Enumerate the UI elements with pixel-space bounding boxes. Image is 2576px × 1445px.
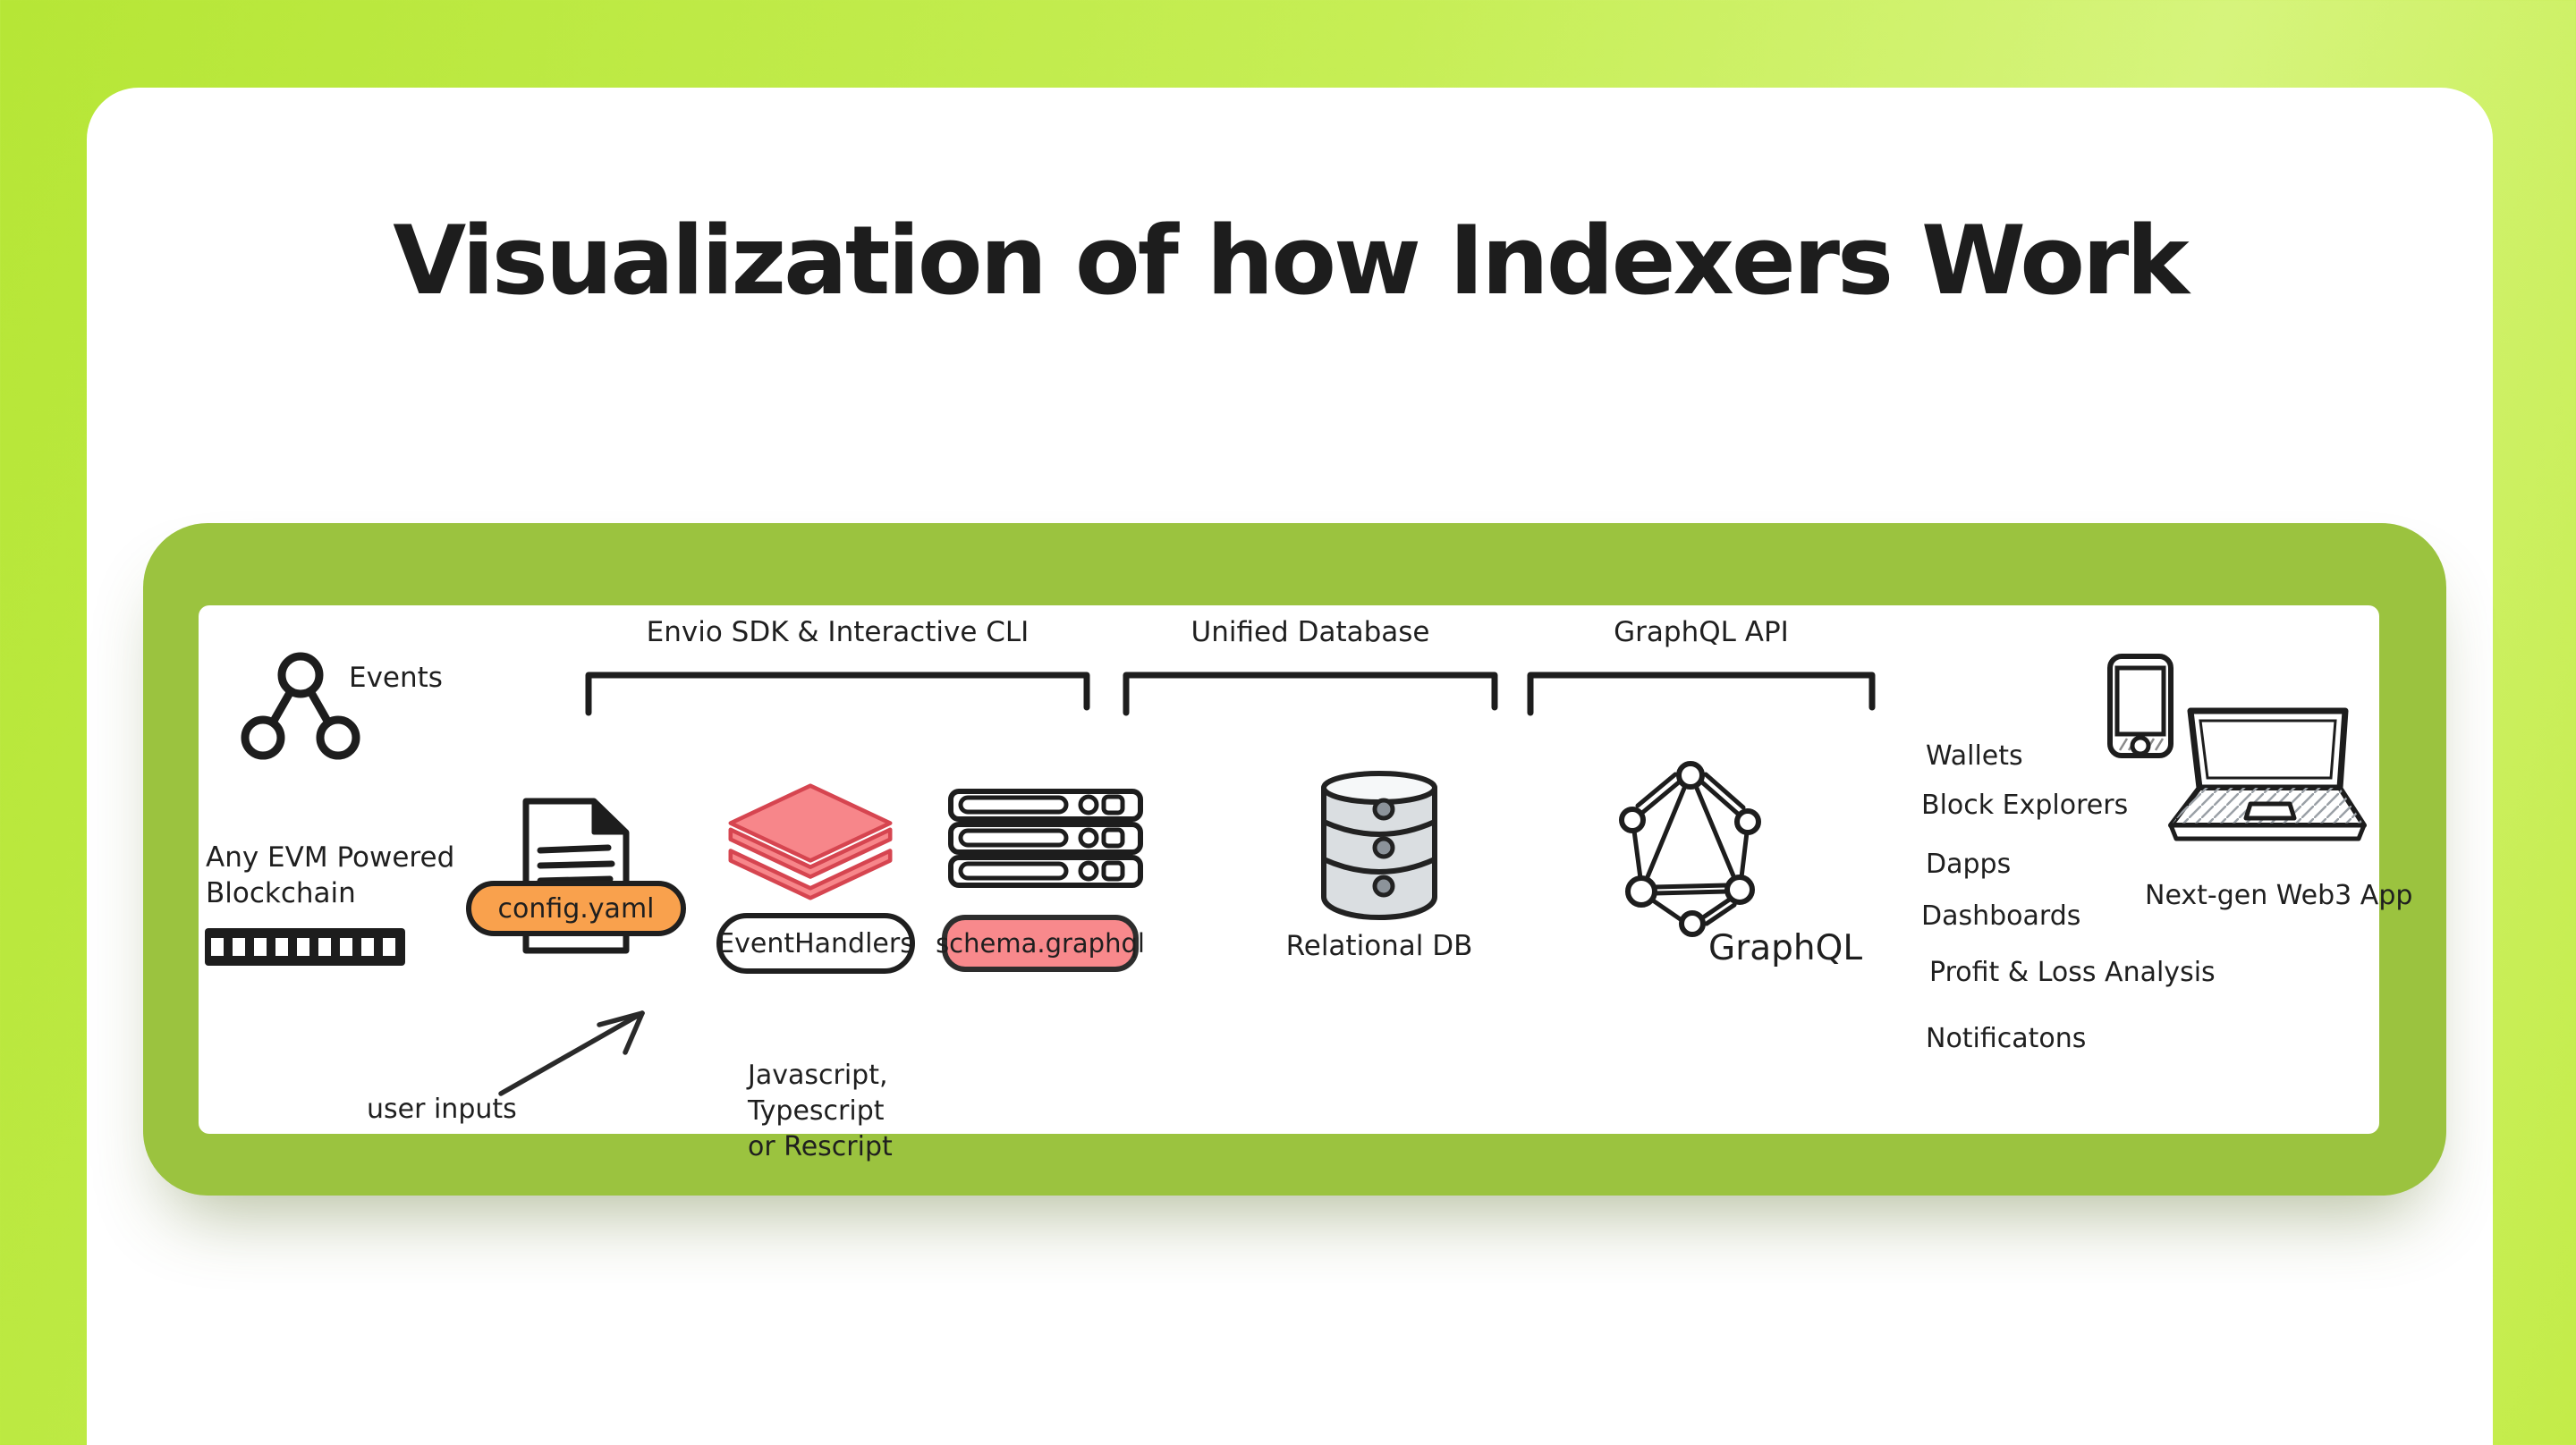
device-caption: Next-gen Web3 App [2145,880,2413,911]
event-handlers-label: EventHandlers [717,927,914,959]
indexer-flow-diagram: Events Any EVM Powered Blockchain [199,605,2413,1162]
blockchain-caption: Any EVM Powered Blockchain [206,840,454,911]
languages-line1: Javascript, [748,1060,888,1091]
section-label-graphql-api: GraphQL API [1614,616,1789,648]
consumer-item-dapps: Dapps [1926,849,2012,880]
layers-icon [728,783,893,900]
blockchain-caption-line2: Blockchain [206,877,356,909]
section-bracket-sdk [585,672,1090,716]
config-file-label: config.yaml [497,892,655,925]
graphql-label: GraphQL [1708,928,1863,968]
config-file-pill: config.yaml [466,881,686,936]
section-label-sdk: Envio SDK & Interactive CLI [646,616,1030,648]
consumer-item-dashboards: Dashboards [1921,900,2081,932]
languages-line3: or Rescript [748,1131,893,1162]
graphql-logo-icon [1619,761,1761,937]
smartphone-icon [2107,654,2174,758]
consumer-item-wallets: Wallets [1926,740,2023,772]
blockchain-caption-line1: Any EVM Powered [206,841,455,874]
languages-caption: Javascript, Typescript or Rescript [748,1058,893,1165]
section-bracket-graphql-api [1527,672,1876,716]
relational-db-label: Relational DB [1285,930,1473,962]
page-title: Visualization of how Indexers Work [393,206,2190,316]
blockchain-strip-icon [205,928,405,966]
relational-db-icon [1321,771,1437,920]
section-bracket-database [1123,672,1498,716]
user-inputs-arrow [498,1010,645,1096]
consumer-item-block-explorers: Block Explorers [1921,790,2129,821]
languages-line2: Typescript [748,1095,885,1127]
laptop-icon [2168,707,2367,841]
consumer-item-notifications: Notificatons [1926,1023,2087,1054]
server-stack-icon [948,789,1143,888]
user-inputs-label: user inputs [367,1094,517,1125]
schema-file-pill: schema.graphql [936,915,1145,972]
event-handlers-pill: EventHandlers [716,913,915,974]
events-node-icon [241,652,360,760]
section-label-database: Unified Database [1191,616,1430,648]
events-label: Events [349,662,443,694]
content-card: Visualization of how Indexers Work Event… [87,88,2493,1445]
consumer-item-profit-loss: Profit & Loss Analysis [1929,957,2216,988]
schema-file-label: schema.graphql [936,928,1145,959]
diagram-panel: Events Any EVM Powered Blockchain [143,523,2446,1196]
